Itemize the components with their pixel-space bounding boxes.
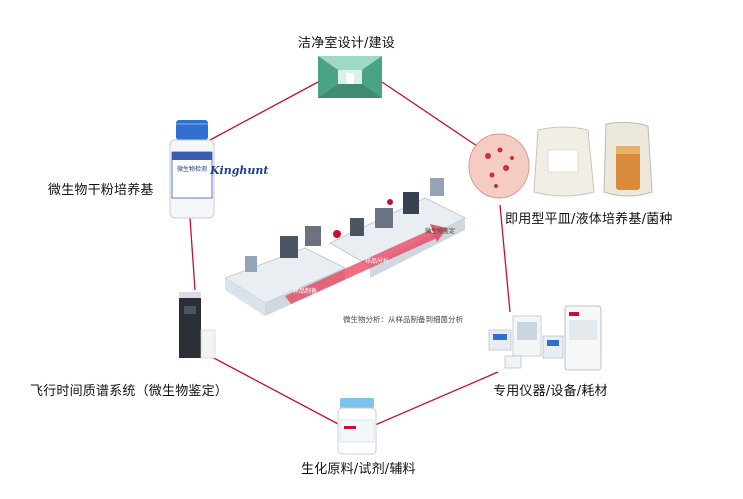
arrow-label-2: 样品分析 <box>365 258 390 265</box>
instrument-icon <box>280 236 298 258</box>
bottle-label-text: 微生物检测 <box>177 166 208 173</box>
reagents-image <box>336 398 378 456</box>
tof-system-image <box>175 290 217 362</box>
line-tof-powder <box>189 217 196 291</box>
kinghunt-logo: Kinghunt <box>210 164 269 177</box>
lab-workflow-illustration: 样品制备 样品分析 微生物鉴定 微生物分析：从样品制备到细菌分析 <box>225 168 500 328</box>
reagent-cap-icon <box>340 398 374 408</box>
line-reagents-tof <box>211 356 341 426</box>
line-powder-cleanroom <box>209 81 319 141</box>
workflow-caption: 微生物分析：从样品制备到细菌分析 <box>343 315 463 324</box>
powder-label: 微生物干粉培养基 <box>48 183 154 198</box>
tof-label: 飞行时间质谱系统（微生物鉴定） <box>30 384 229 399</box>
petri-dish-icon <box>468 133 530 199</box>
line-cleanroom-plates <box>381 81 481 149</box>
plates-image <box>466 120 666 205</box>
reagents-label: 生化原料/试剂/辅料 <box>301 462 416 477</box>
workflow-arrow <box>285 230 437 304</box>
arrow-label-1: 样品制备 <box>293 288 318 295</box>
arrow-label-3: 微生物鉴定 <box>425 228 456 235</box>
powder-bottle-image: 微生物检测 Kinghunt <box>166 120 269 220</box>
instruments-label: 专用仪器/设备/耗材 <box>493 384 608 399</box>
instruments-image <box>485 302 605 374</box>
line-instruments-reagents <box>374 371 499 426</box>
line-plates-instruments <box>499 204 511 313</box>
cleanroom-label: 洁净室设计/建设 <box>298 36 395 51</box>
cleanroom-image <box>318 56 382 98</box>
plates-label: 即用型平皿/液体培养基/菌种 <box>505 212 673 227</box>
